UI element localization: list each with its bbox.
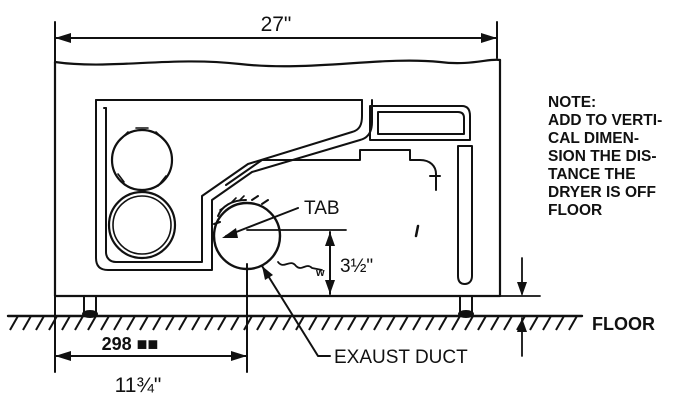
floor-hatch [412, 315, 422, 331]
floor-hatch [191, 315, 201, 331]
arrowhead-left-icon [55, 33, 71, 43]
floor-hatch [360, 315, 370, 331]
floor-hatch [373, 315, 383, 331]
floor-hatch [178, 315, 188, 331]
floor-hatch [165, 315, 175, 331]
exhaust-outlet: w [212, 195, 347, 279]
inch-label: 11¾" [115, 374, 162, 397]
floor-hatch [22, 315, 32, 331]
motor-icon [110, 128, 174, 192]
note-line: TANCE THE [548, 166, 636, 183]
floor-hatch [321, 315, 331, 331]
motor-assembly [107, 127, 177, 260]
note-line: FLOOR [548, 202, 602, 219]
note-line: ADD TO VERTI- [548, 112, 662, 129]
width-dimension: 27" [54, 13, 498, 67]
tab-callout: TAB [222, 198, 340, 238]
floor-label: FLOOR [592, 314, 655, 334]
floor-hatch [555, 315, 565, 331]
floor-hatch [269, 315, 279, 331]
vertical-label: 3½" [340, 256, 373, 277]
floor-hatch [438, 315, 448, 331]
floor-hatch [308, 315, 318, 331]
floor-hatch [399, 315, 409, 331]
floor-hatch [35, 315, 45, 331]
note-line: NOTE: [548, 94, 596, 111]
arrow-down-icon [325, 280, 335, 294]
width-label: 27" [261, 13, 292, 36]
dryer-body [53, 58, 502, 298]
floor-hatch [61, 315, 71, 331]
metric-label: 298 ■■ [102, 334, 159, 354]
floor-hatch [334, 315, 344, 331]
floor-hatch [87, 315, 97, 331]
svg-text:w: w [315, 267, 325, 279]
arrowhead-right-icon [481, 33, 497, 43]
floor-hatch [282, 315, 292, 331]
floor-hatch [152, 315, 162, 331]
floor-hatch [217, 315, 227, 331]
floor-hatch [139, 315, 149, 331]
off-floor-dimension [499, 257, 541, 357]
arrow-up-icon [325, 232, 335, 246]
note-block: NOTE: ADD TO VERTI- CAL DIMEN- SION THE … [548, 94, 662, 219]
floor-hatch [568, 315, 578, 331]
note-line: SION THE DIS- [548, 148, 657, 165]
floor-hatch [490, 315, 500, 331]
floor-hatch [529, 315, 539, 331]
tab-label: TAB [304, 198, 340, 219]
floor-hatch [295, 315, 305, 331]
floor-hatch [503, 315, 513, 331]
floor-hatch [204, 315, 214, 331]
floor-hatch [9, 315, 19, 331]
floor-hatch [256, 315, 266, 331]
floor-hatch [100, 315, 110, 331]
note-line: DRYER IS OFF [548, 184, 656, 201]
floor-hatch [464, 315, 474, 331]
tab-arrow-icon [222, 228, 238, 238]
floor-hatch [451, 315, 461, 331]
floor-hatch [230, 315, 240, 331]
exhaust-outlet-icon [212, 201, 282, 271]
pulley-icon [107, 190, 177, 260]
floor-hatch [542, 315, 552, 331]
floor: FLOOR [6, 295, 655, 334]
floor-hatch [126, 315, 136, 331]
floor-hatch [113, 315, 123, 331]
bottom-dimension: 298 ■■ 11¾" [54, 263, 248, 397]
floor-hatch [74, 315, 84, 331]
floor-hatch [347, 315, 357, 331]
inner-channels [95, 99, 473, 285]
vertical-dimension: 3½" [325, 231, 373, 295]
duct-label: EXAUST DUCT [334, 347, 468, 368]
floor-hatch [425, 315, 435, 331]
note-line: CAL DIMEN- [548, 130, 639, 147]
floor-hatch [477, 315, 487, 331]
floor-hatch [386, 315, 396, 331]
duct-callout: EXAUST DUCT [261, 265, 468, 368]
